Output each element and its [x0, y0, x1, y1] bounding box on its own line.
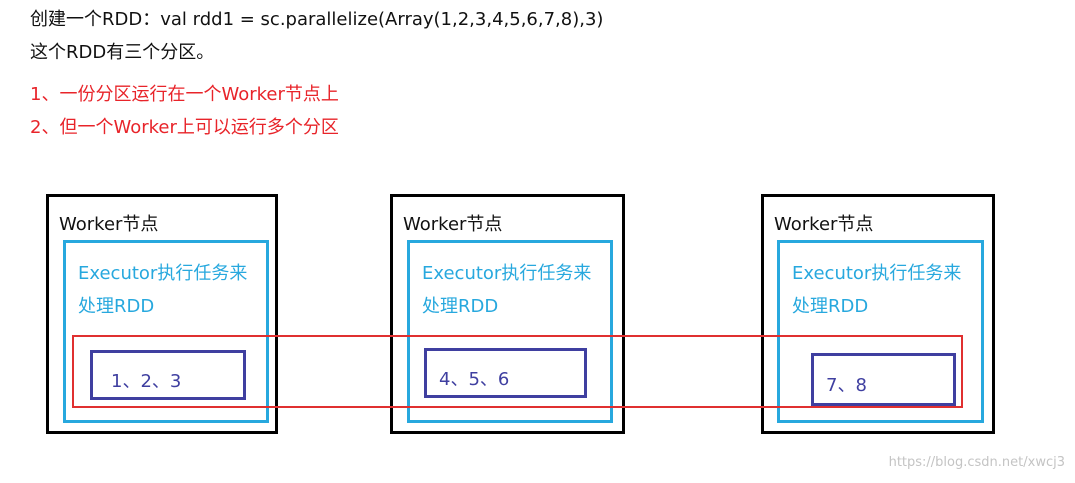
executor-box-2: Executor执行任务来 处理RDD 4、5、6: [407, 240, 613, 423]
partition-values: 4、5、6: [439, 369, 510, 390]
worker-node-title: Worker节点: [59, 214, 159, 235]
executor-label-line1: Executor执行任务来: [422, 263, 592, 284]
partition-count-line: 这个RDD有三个分区。: [30, 42, 215, 63]
executor-box-3: Executor执行任务来 处理RDD 7、8: [777, 240, 984, 423]
rdd-creation-line: 创建一个RDD：val rdd1 = sc.parallelize(Array(…: [30, 9, 604, 30]
executor-label-line1: Executor执行任务来: [78, 263, 248, 284]
executor-label-line2: 处理RDD: [422, 296, 499, 317]
partition-box-1: 1、2、3: [90, 350, 246, 400]
executor-label-line2: 处理RDD: [792, 296, 869, 317]
rule-two-line: 2、但一个Worker上可以运行多个分区: [30, 117, 339, 138]
rule-one-line: 1、一份分区运行在一个Worker节点上: [30, 84, 339, 105]
partition-values: 7、8: [826, 375, 867, 396]
worker-node-title: Worker节点: [403, 214, 503, 235]
worker-node-2: Worker节点 Executor执行任务来 处理RDD 4、5、6: [390, 194, 625, 434]
executor-label: Executor执行任务来 处理RDD: [422, 257, 602, 323]
executor-label-line1: Executor执行任务来: [792, 263, 962, 284]
executor-label: Executor执行任务来 处理RDD: [78, 257, 258, 323]
executor-label: Executor执行任务来 处理RDD: [792, 257, 972, 323]
worker-node-title: Worker节点: [774, 214, 874, 235]
partition-box-2: 4、5、6: [424, 348, 587, 398]
partition-values: 1、2、3: [111, 371, 182, 392]
worker-node-3: Worker节点 Executor执行任务来 处理RDD 7、8: [761, 194, 995, 434]
executor-label-line2: 处理RDD: [78, 296, 155, 317]
executor-box-1: Executor执行任务来 处理RDD 1、2、3: [63, 240, 269, 423]
watermark: https://blog.csdn.net/xwcj3: [888, 455, 1065, 470]
worker-node-1: Worker节点 Executor执行任务来 处理RDD 1、2、3: [46, 194, 278, 434]
partition-box-3: 7、8: [811, 353, 956, 406]
